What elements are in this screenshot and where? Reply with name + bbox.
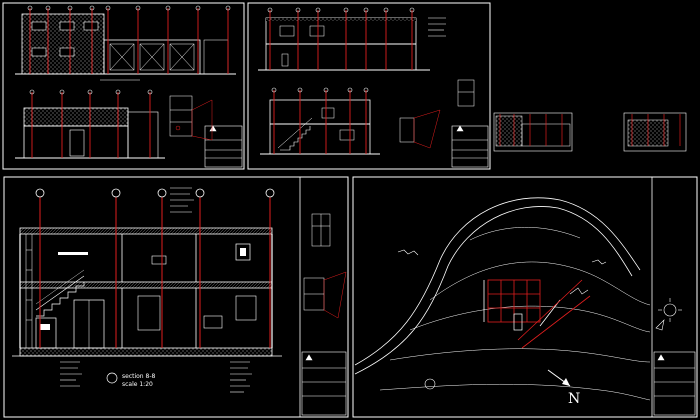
key-plan-2 <box>399 79 475 149</box>
section-a <box>258 7 446 71</box>
sheet-site-plan: N <box>352 176 698 418</box>
tree-symbols <box>397 249 607 295</box>
section-label: section 8-8 <box>122 373 155 380</box>
site-grid <box>483 279 591 349</box>
title-block-1 <box>204 125 243 168</box>
section-8-8-drawing: section 8-8 scale 1:20 <box>12 187 282 393</box>
building-footprint <box>513 313 523 331</box>
title-block-2 <box>451 125 489 168</box>
title-block-4 <box>301 351 347 416</box>
title-block-5 <box>653 351 696 416</box>
road <box>354 197 641 375</box>
contour-lines <box>379 227 651 401</box>
north-arrow: N <box>547 369 580 407</box>
sheet-main-section: section 8-8 scale 1:20 <box>3 176 349 418</box>
sun-path-key <box>655 298 682 331</box>
north-label: N <box>568 391 580 407</box>
sheet-thumbnails <box>493 112 687 152</box>
key-plan-1 <box>169 95 213 141</box>
sheet-elevations <box>2 2 245 170</box>
section-b <box>260 87 380 155</box>
sheet-sections <box>247 2 491 170</box>
side-elevation <box>15 89 165 159</box>
front-elevation <box>15 5 236 81</box>
key-plan-4 <box>303 213 347 319</box>
scale-label: scale 1:20 <box>122 381 153 388</box>
